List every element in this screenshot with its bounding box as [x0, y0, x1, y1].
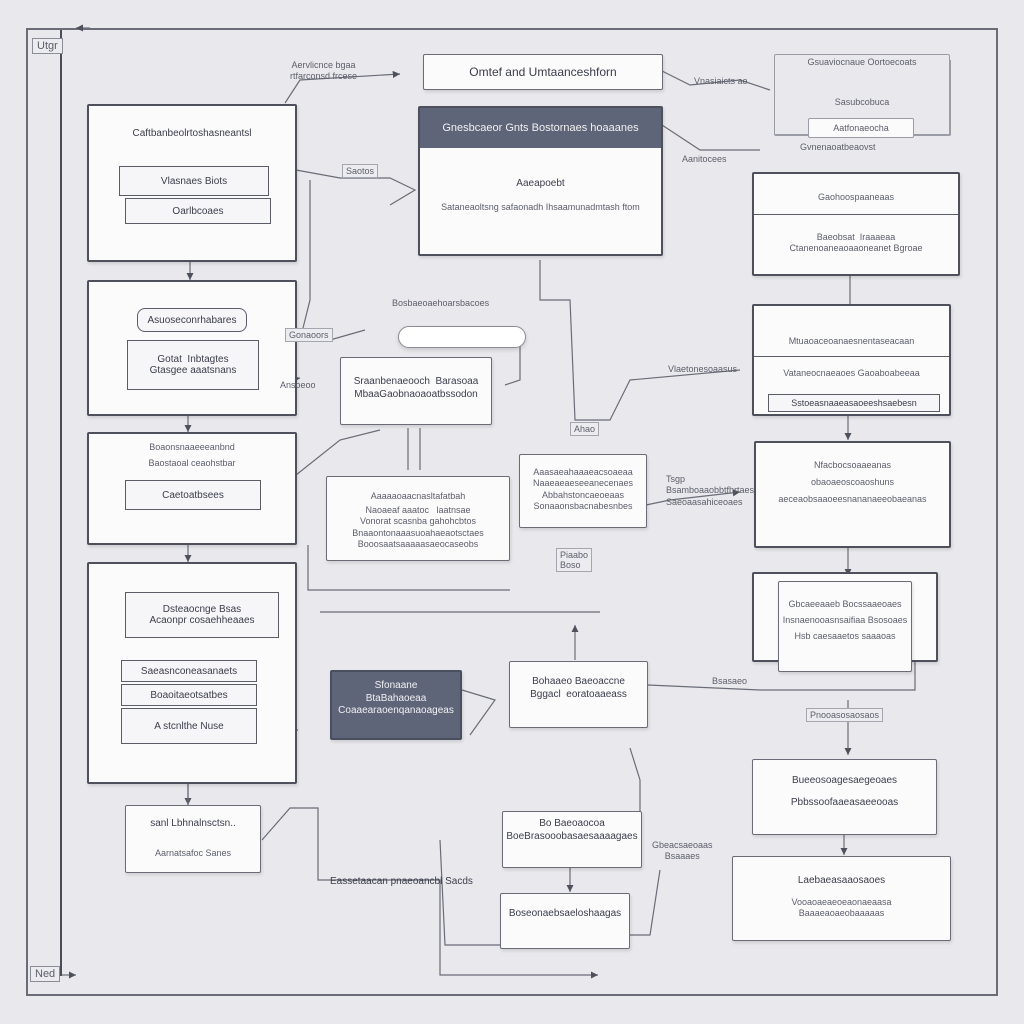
left-box-3: Boaonsnaaeeeanbnd Baostaoal ceaohstbar C…	[87, 432, 297, 545]
center-box-c: Aaasaeahaaaeacsoaeaa Naaeaeaeseeanecenae…	[519, 454, 647, 528]
main-box-header: Gnesbcaeor Gnts Bostornaes hoaaanes	[420, 108, 661, 148]
right-box-5-label: Bueeosoagesaegeoaes Pbbssoofaaeasaeeooas	[790, 775, 899, 808]
center-box-d-label: Bohaaeo Baeoaccne Bggacl eoratoaaeass	[530, 676, 627, 700]
corner-label-bottom: Ned	[30, 966, 61, 982]
left-box-4: Dsteaocnge Bsas Acaonpr cosaehheaaes Sae…	[87, 562, 297, 784]
left-box-3-row: Caetoatbsees	[125, 480, 261, 510]
tag-left: Gonaoors	[285, 328, 333, 342]
left-box-1: Caftbanbeolrtoshasneantsl Vlasnaes Biots…	[87, 104, 297, 262]
center-box-a: Sraanbenaeooch Barasoaa MbaaGaobnaoaoatb…	[340, 357, 492, 425]
right-box-2-line-1: Mtuaoaceoanaesnentaseacaan	[788, 336, 915, 346]
left-rail	[60, 30, 62, 976]
right-box-4-label: Gbcaeeaaeb Bocssaaeoaes Insnaenooasnsaif…	[782, 599, 908, 642]
right-box-1: Gaohoospaaneaas Baeobsat Iraaaeaa Ctanen…	[752, 172, 960, 276]
left-box-1-row-2: Oarlbcoaes	[125, 198, 271, 224]
right-box-3: Nfacbocsoaaeanas obaoaeoscoaoshuns aecea…	[754, 441, 951, 548]
left-box-5: sanl Lbhnalnsctsn.. Aarnatsafoc Sanes	[125, 805, 261, 873]
pending-tag: Piaabo Boso	[556, 548, 593, 572]
left-box-5-line-2: Aarnatsafoc Sanes	[154, 848, 232, 858]
left-box-4-row-1: Saeasnconeasanaets	[121, 660, 257, 682]
left-box-4-row-2: Boaoitaeotsatbes	[121, 684, 257, 706]
slider-pill	[398, 326, 526, 348]
right-box-3-label: Nfacbocsoaaeanas obaoaeoscoaoshuns aecea…	[778, 460, 927, 505]
center-box-e-label: Bo Baeoaocoa BoeBrasooobasaesaaaagaes	[506, 818, 638, 842]
side-tag: Saotos	[342, 164, 379, 178]
center-box-c-label: Aaasaeahaaaeacsoaeaa Naaeaeaeseeanecenae…	[532, 467, 634, 511]
right-side-tag: Bsasaeo	[712, 676, 748, 686]
center-box-a-label: Sraanbenaeooch Barasoaa MbaaGaobnaoaoatb…	[353, 376, 479, 400]
main-box: Gnesbcaeor Gnts Bostornaes hoaaanes Aaea…	[418, 106, 663, 256]
right-group-inner-label: Aatfonaeocha	[833, 123, 889, 133]
right-box-5: Bueeosoagesaegeoaes Pbbssoofaaeasaeeooas	[752, 759, 937, 835]
center-box-e: Bo Baeoaocoa BoeBrasooobasaesaaaagaes	[502, 811, 642, 868]
left-box-1-title: Caftbanbeolrtoshasneantsl	[132, 128, 252, 139]
right-box-6-title: Laebaeasaaosaoes	[797, 875, 886, 886]
right-box-1-title: Gaohoospaaneaas	[817, 192, 895, 202]
right-group-line-2: Sasubcobuca	[834, 97, 890, 107]
center-box-f-label: Boseonaebsaeloshaagas	[508, 908, 622, 919]
main-box-line-2: Sataneaoltsng safaonadh Ihsaamunadmtash …	[441, 202, 640, 212]
center-box-f: Boseonaebsaeloshaagas	[500, 893, 630, 949]
right-box-2-line-2: Vataneocnaeaoes Gaoaboabeeaa	[783, 368, 920, 378]
dark-box-label: Sfonaane BtaBahaoeaa Coaaearaoenqanaoage…	[338, 680, 454, 716]
outer-frame	[26, 28, 998, 996]
right-box-2-divider	[754, 356, 949, 357]
right-box-4: Gbcaeeaaeb Bocssaaeoaes Insnaenooasnsaif…	[778, 581, 912, 672]
main-box-line-1: Aaeapoebt	[516, 178, 565, 189]
right-note: Vnasiaicts ae	[694, 76, 748, 86]
tag-left-2: Ansoeoo	[280, 380, 316, 390]
right-side-note: Aanitocees	[682, 154, 727, 164]
corner-label-top: Utgr	[32, 38, 63, 54]
center-box-e-side: Gbeacsaeoaas Bsaaaes	[652, 840, 713, 862]
right-group-line-1: Gsuaviocnaue Oortoecoats	[807, 57, 917, 67]
right-box-2: Mtuaoaceoanaesnentaseacaan Vataneocnaeao…	[752, 304, 951, 416]
bottom-note: Eassetaacan pnaeoancbl Sacds	[330, 876, 473, 887]
dark-box: Sfonaane BtaBahaoeaa Coaaearaoenqanaoage…	[330, 670, 462, 740]
title-box-label: Omtef and Umtaanceshforn	[469, 65, 617, 79]
title-box: Omtef and Umtaanceshforn	[423, 54, 663, 90]
left-box-2-pill: Asuoseconrhabares	[137, 308, 247, 332]
top-note: Aervlicnce bgaa rtfarconsd frcese	[290, 60, 358, 82]
center-box-b-title: Aaaaaoaacnasltafatbah	[370, 491, 466, 501]
right-box-6-body: Vooaoaeaeoeaonaeaasa Baaaeaoaeobaaaaas	[791, 897, 892, 919]
left-box-2-inner: Gotat Inbtagtes Gtasgee aaatsnans	[127, 340, 259, 390]
left-box-1-row-1: Vlasnaes Biots	[119, 166, 269, 196]
left-box-3-line-2: Baostaoal ceaohstbar	[148, 458, 236, 468]
tag-mid: Bosbaeoaehoarsbacoes	[392, 298, 490, 308]
left-box-5-line-1: sanl Lbhnalnsctsn..	[150, 818, 236, 829]
left-box-2: Asuoseconrhabares Gotat Inbtagtes Gtasge…	[87, 280, 297, 416]
right-box-2-row: Sstoeasnaaeasaoeeshsaebesn	[768, 394, 940, 412]
left-box-3-line-1: Boaonsnaaeeeanbnd	[149, 442, 235, 452]
side-note: Tsgp Bsamboaaobbtfhrtaes Saeoaasahiceoae…	[666, 474, 755, 507]
right-group-line-4: Gvnenaoatbeaovst	[800, 142, 876, 152]
right-group-inner: Aatfonaeocha	[808, 118, 914, 138]
right-box-1-divider	[754, 214, 958, 215]
small-tag: Ahao	[570, 422, 600, 436]
left-box-4-row-3: A stcnlthe Nuse	[121, 708, 257, 744]
left-box-4-inner: Dsteaocnge Bsas Acaonpr cosaehheaaes	[125, 592, 279, 638]
center-box-b: Aaaaaoaacnasltafatbah Naoaeaf aaatoc laa…	[326, 476, 510, 561]
right-box-1-body: Baeobsat Iraaaeaa Ctanenoaneaoaaoneanet …	[789, 232, 923, 254]
center-box-b-body: Naoaeaf aaatoc laatnsae Vonorat scasnba …	[352, 505, 484, 549]
right-side-note-2: Vlaetonesoaasus	[668, 364, 738, 374]
right-box-6: Laebaeasaaosaoes Vooaoaeaeoeaonaeaasa Ba…	[732, 856, 951, 941]
center-box-d: Bohaaeo Baeoaccne Bggacl eoratoaaeass	[509, 661, 648, 728]
right-tag-mid: Pnooasosaosaos	[806, 708, 884, 722]
